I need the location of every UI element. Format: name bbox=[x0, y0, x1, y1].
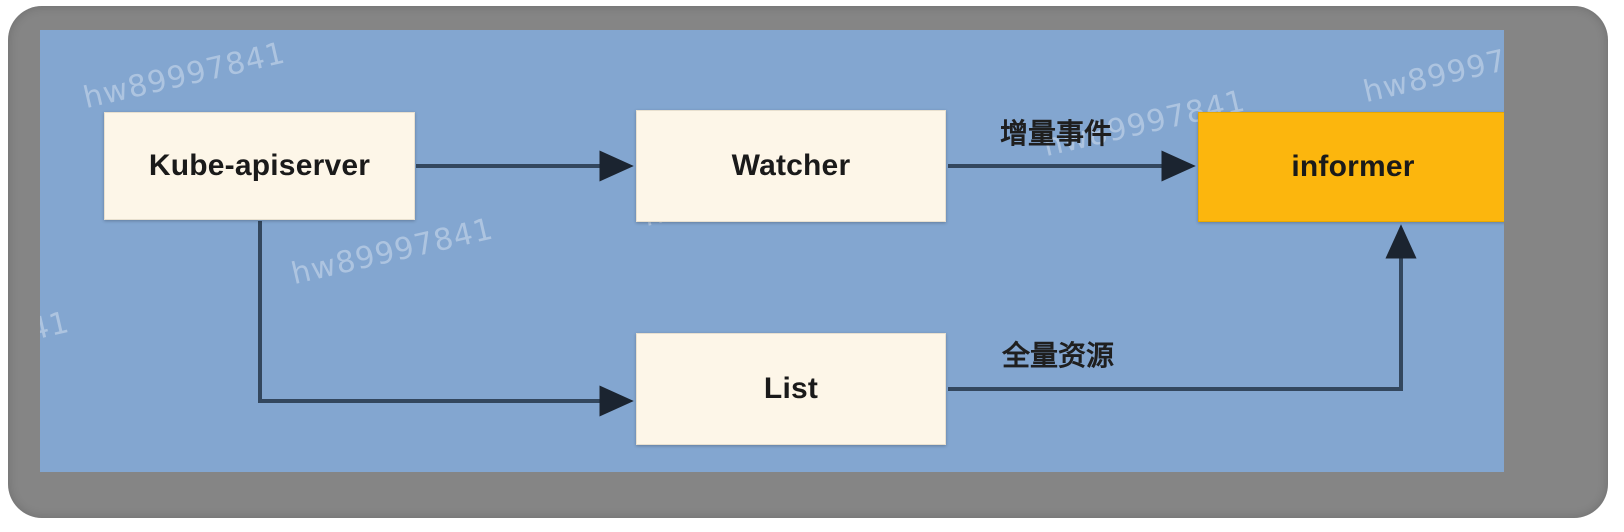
node-kube-apiserver[interactable]: Kube-apiserver bbox=[104, 112, 415, 220]
connector-layer bbox=[258, 150, 1417, 417]
node-watcher[interactable]: Watcher bbox=[636, 110, 946, 222]
node-informer[interactable]: informer bbox=[1198, 112, 1504, 222]
edge-list-to-informer bbox=[948, 224, 1417, 391]
edge-label-incremental-events: 增量事件 bbox=[1000, 117, 1113, 150]
edge-apiserver-to-list bbox=[258, 221, 634, 417]
node-label: Kube-apiserver bbox=[148, 149, 371, 182]
node-label: List bbox=[763, 372, 819, 405]
edge-label-full-resources: 全量资源 bbox=[1002, 339, 1115, 372]
node-label: Watcher bbox=[731, 149, 851, 182]
node-list[interactable]: List bbox=[636, 333, 946, 445]
node-label: informer bbox=[1291, 150, 1415, 183]
diagram-surface: hw89997841 hw89997841 hw89997841 hw89997… bbox=[40, 30, 1504, 472]
